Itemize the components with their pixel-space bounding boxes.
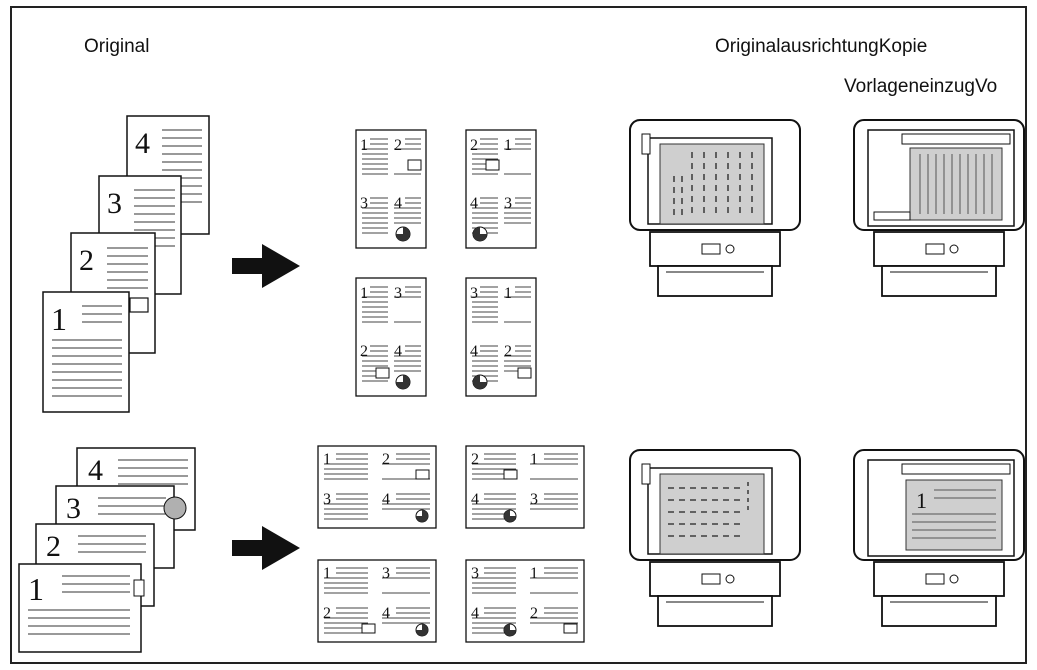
page-number: 2 — [504, 343, 512, 360]
page-number: 3 — [382, 565, 390, 582]
copier-feeder-icon — [853, 119, 1025, 297]
page-number: 4 — [470, 195, 478, 212]
page-number: 3 — [394, 285, 402, 302]
page-number: 3 — [471, 565, 479, 582]
page-number: 1 — [360, 285, 368, 302]
original-page-1: 1 — [18, 563, 145, 653]
page-number: 2 — [79, 244, 94, 277]
page-number: 2 — [382, 451, 390, 468]
original-stack-portrait: 4 3 — [42, 115, 210, 413]
page-number: 4 — [394, 195, 402, 212]
page-number: 2 — [323, 605, 331, 622]
page-number: 1 — [360, 137, 368, 154]
page-number: 2 — [46, 530, 61, 563]
orientation-copy-label: OriginalausrichtungKopie — [715, 36, 928, 57]
page-number: 1 — [323, 451, 331, 468]
page-number: 1 — [51, 301, 67, 337]
page-number: 4 — [471, 491, 479, 508]
page-number: 3 — [530, 491, 538, 508]
page-number: 4 — [394, 343, 402, 360]
page-number: 3 — [470, 285, 478, 302]
page-number: 2 — [471, 451, 479, 468]
result-page-e: 1 2 3 4 — [317, 445, 437, 529]
original-label: Original — [84, 36, 150, 57]
page-number: 1 — [530, 565, 538, 582]
copier-feeder-icon: 1 — [853, 449, 1025, 627]
page-number: 3 — [323, 491, 331, 508]
page-number: 4 — [88, 454, 103, 487]
page-number: 1 — [28, 571, 44, 607]
result-page-h: 3 1 4 2 — [465, 559, 585, 643]
result-page-b: 2 1 4 3 — [465, 129, 537, 249]
page-number: 4 — [135, 127, 150, 160]
page-number: 1 — [530, 451, 538, 468]
result-page-c: 1 3 2 4 — [355, 277, 427, 397]
arrow-right-icon — [232, 526, 300, 570]
original-page-1: 1 — [42, 291, 130, 413]
page-number: 1 — [323, 565, 331, 582]
page-number: 4 — [470, 343, 478, 360]
page-number: 4 — [471, 605, 479, 622]
page-number: 1 — [504, 285, 512, 302]
result-page-d: 3 1 4 2 — [465, 277, 537, 397]
copier-platen-icon — [629, 449, 801, 627]
page-number: 1 — [504, 137, 512, 154]
page-number: 4 — [382, 605, 390, 622]
result-page-a: 1 2 3 4 — [355, 129, 427, 249]
page-number: 3 — [66, 492, 81, 525]
page-number: 2 — [530, 605, 538, 622]
copier-platen-icon — [629, 119, 801, 297]
page-number: 2 — [360, 343, 368, 360]
original-stack-landscape: 4 3 2 — [18, 447, 196, 653]
page-number: 2 — [470, 137, 478, 154]
page-number: 3 — [360, 195, 368, 212]
page-number: 3 — [504, 195, 512, 212]
result-page-g: 1 3 2 4 — [317, 559, 437, 643]
diagram-art: 4 3 — [18, 115, 1025, 653]
page-number: 1 — [916, 488, 927, 513]
page-number: 3 — [107, 187, 122, 220]
feeder-label: VorlageneinzugVo — [844, 76, 998, 97]
diagram-frame: Original OriginalausrichtungKopie Vorlag… — [10, 6, 1027, 664]
arrow-right-icon — [232, 244, 300, 288]
page-number: 4 — [382, 491, 390, 508]
result-page-f: 2 1 4 3 — [465, 445, 585, 529]
page-number: 2 — [394, 137, 402, 154]
